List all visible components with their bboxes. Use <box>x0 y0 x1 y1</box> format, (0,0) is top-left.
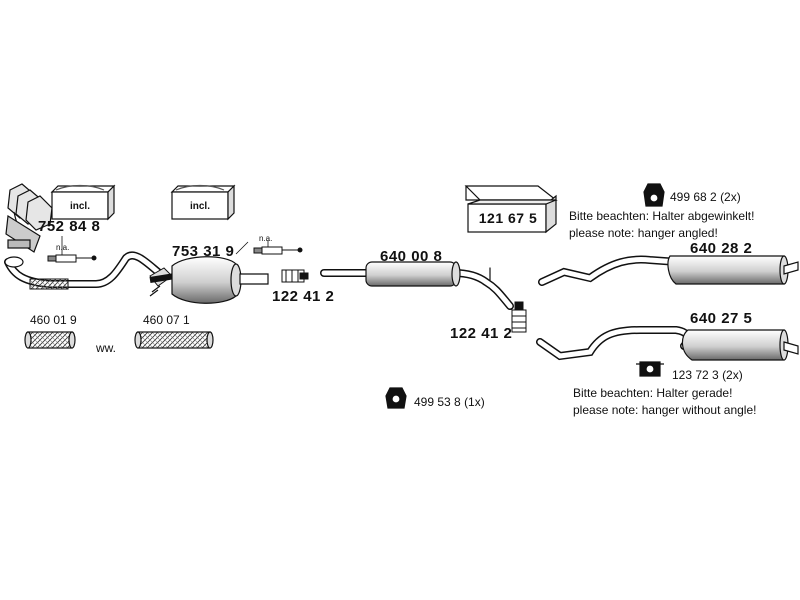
hanger-middle-part-number: 499 53 8 (1x) <box>414 395 485 409</box>
mounting-kit-box-label: 121 67 5 <box>478 210 538 226</box>
incl-label-1: incl. <box>69 201 90 212</box>
clamp-rear <box>511 301 527 333</box>
flex-pipe-1 <box>24 331 76 349</box>
part-number-clamp-rear: 122 41 2 <box>450 325 513 342</box>
na-label-1: n.a. <box>56 243 70 252</box>
part-number-clamp-front: 122 41 2 <box>272 288 335 305</box>
hanger-straight-icon <box>636 361 664 377</box>
note-angled-en: please note: hanger angled! <box>569 226 718 240</box>
rear-muffler-straight <box>681 329 799 361</box>
rear-pipe-angled <box>538 255 682 286</box>
rear-pipe-straight <box>536 326 692 361</box>
catalytic-converter <box>149 256 269 304</box>
note-straight-en: please note: hanger without angle! <box>573 403 757 417</box>
hanger-angled-icon <box>643 183 665 207</box>
part-number-rear-muffler-straight: 640 27 5 <box>690 310 753 327</box>
flex-pipe-2 <box>134 331 214 349</box>
part-number-flex-pipe-2: 460 07 1 <box>143 313 190 327</box>
hanger-straight-part-number: 123 72 3 (2x) <box>672 368 743 382</box>
lambda-sensor-1 <box>47 254 97 263</box>
incl-label-2: incl. <box>189 201 210 212</box>
front-pipe-flex-section <box>29 278 69 290</box>
hanger-middle-icon <box>385 387 407 409</box>
hanger-straight-number: 123 72 3 <box>672 368 719 382</box>
note-straight: Bitte beachten: Halter gerade! please no… <box>573 385 756 419</box>
middle-pipe <box>320 267 514 310</box>
incl-box-2 <box>170 184 236 221</box>
middle-muffler <box>365 261 461 287</box>
lambda-sensor-2 <box>253 246 303 255</box>
part-number-catalyst: 753 31 9 <box>172 243 235 260</box>
hanger-middle-number: 499 53 8 <box>414 395 461 409</box>
note-angled: Bitte beachten: Halter abgewinkelt! plea… <box>569 208 754 242</box>
ww-label: ww. <box>96 341 117 355</box>
na-label-2: n.a. <box>259 234 273 243</box>
hanger-straight-qty: (2x) <box>722 368 743 382</box>
mounting-kit-box <box>464 185 558 234</box>
part-number-middle-muffler: 640 00 8 <box>380 248 443 265</box>
front-pipe <box>4 251 162 288</box>
hanger-angled-qty: (2x) <box>720 190 741 204</box>
hanger-angled-part-number: 499 68 2 (2x) <box>670 190 741 204</box>
leader-lines <box>61 236 269 255</box>
note-angled-de: Bitte beachten: Halter abgewinkelt! <box>569 209 755 223</box>
rear-muffler-angled <box>667 255 799 285</box>
hanger-middle-qty: (1x) <box>464 395 485 409</box>
clamp-front <box>281 269 309 283</box>
part-number-flex-pipe-1: 460 01 9 <box>30 313 77 327</box>
exhaust-manifold <box>5 183 53 253</box>
note-straight-de: Bitte beachten: Halter gerade! <box>573 386 733 400</box>
hanger-angled-number: 499 68 2 <box>670 190 717 204</box>
incl-box-1 <box>50 184 116 221</box>
part-number-rear-muffler-angled: 640 28 2 <box>690 240 753 257</box>
part-number-manifold: 752 84 8 <box>38 218 101 235</box>
